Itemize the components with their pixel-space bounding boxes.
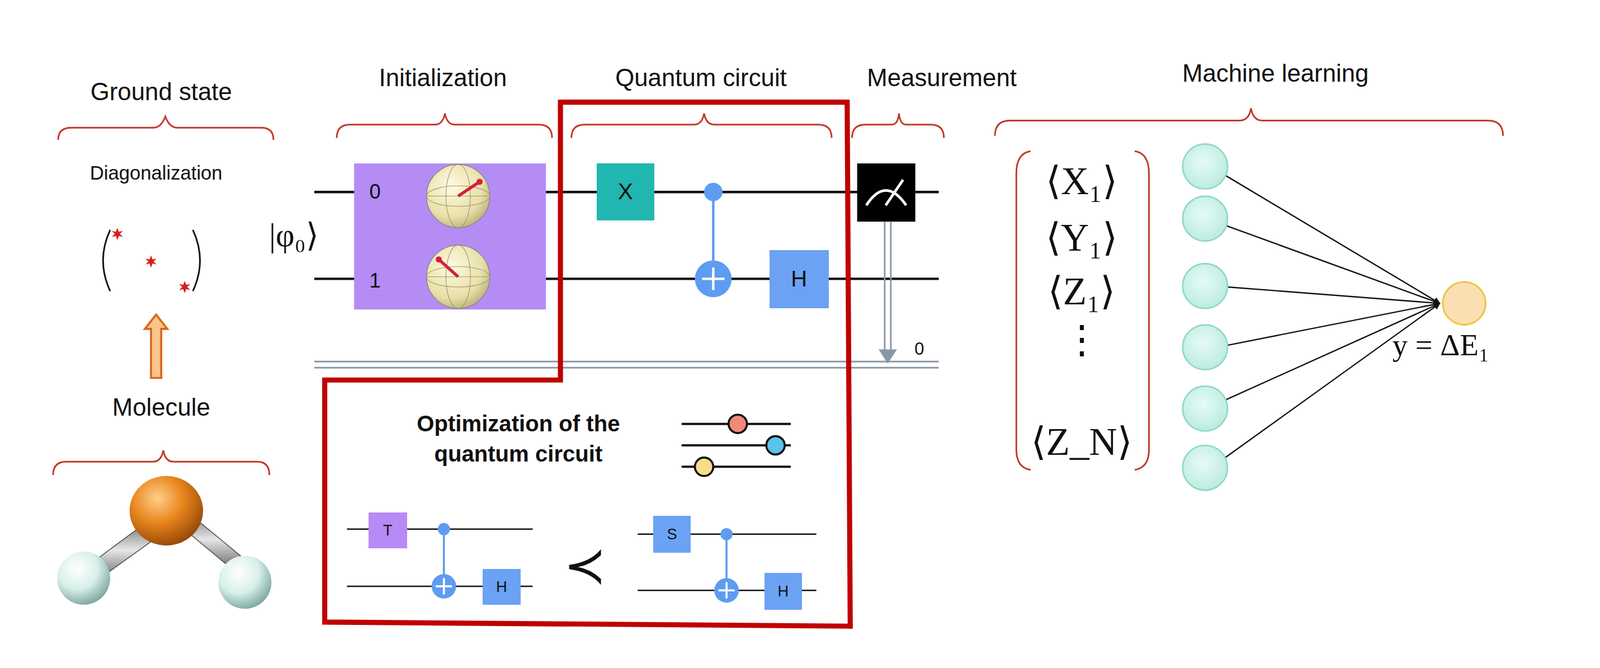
node-text: 1: [369, 266, 381, 295]
section-heading: Machine learning: [1182, 59, 1369, 88]
gate-label: H: [777, 582, 789, 601]
bit-label: 0: [914, 338, 924, 360]
measurement-meter: [857, 163, 916, 364]
gate-label: H: [496, 577, 508, 596]
section-heading: Ground state: [90, 77, 233, 106]
h-gate: H: [482, 568, 521, 605]
region-outline: [322, 100, 853, 629]
cnot-gate: [695, 182, 733, 297]
state-label: |φ₀⟩: [268, 215, 319, 254]
slider-icon: [681, 414, 791, 476]
x-gate: X: [596, 163, 654, 221]
node-text: 0: [369, 178, 381, 206]
neuron-circle: [1441, 280, 1487, 326]
classical-wire: [314, 361, 939, 368]
small-circuit: [346, 522, 816, 603]
feature-label: ⟨Z_N⟩: [1031, 418, 1133, 464]
gate-label: S: [666, 525, 677, 544]
node-text: Optimization of the quantum circuit: [380, 408, 657, 470]
molecule: [57, 475, 272, 609]
h-gate: H: [769, 249, 829, 309]
t-gate: T: [368, 512, 408, 549]
gate-label: X: [617, 178, 634, 205]
neuron-circle: [1442, 281, 1486, 325]
section-heading: Molecule: [112, 393, 211, 422]
step-label: Diagonalization: [90, 161, 223, 184]
feature-label: ⟨Y₁⟩: [1045, 214, 1118, 260]
feature-label: ⋮: [1062, 316, 1102, 362]
feature-label: ⟨X₁⟩: [1045, 158, 1118, 204]
neural-network: [1182, 143, 1441, 490]
section-heading: Initialization: [378, 63, 507, 92]
node-text: y = ΔE₁: [1392, 324, 1490, 366]
section-heading: Quantum circuit: [615, 63, 787, 92]
bracket: [53, 108, 1504, 475]
bloch-sphere: [426, 164, 490, 309]
gate-label: H: [790, 266, 807, 292]
s-gate: S: [653, 515, 692, 553]
section-heading: Measurement: [866, 63, 1017, 92]
feature-label: ⟨Z₁⟩: [1048, 268, 1116, 314]
optimization-region: Optimization of the quantum circuit X H T H S…: [322, 100, 853, 629]
up-arrow: [144, 314, 168, 378]
initialization-box: 01: [354, 163, 546, 310]
output-neuron: y = ΔE₁: [1441, 280, 1487, 326]
gate-label: T: [383, 521, 393, 540]
region-outline: [324, 102, 851, 627]
initialization-box: [354, 163, 546, 310]
h-gate: H: [764, 572, 803, 610]
matrix: [102, 227, 200, 294]
order-symbol: ≺: [563, 534, 607, 595]
